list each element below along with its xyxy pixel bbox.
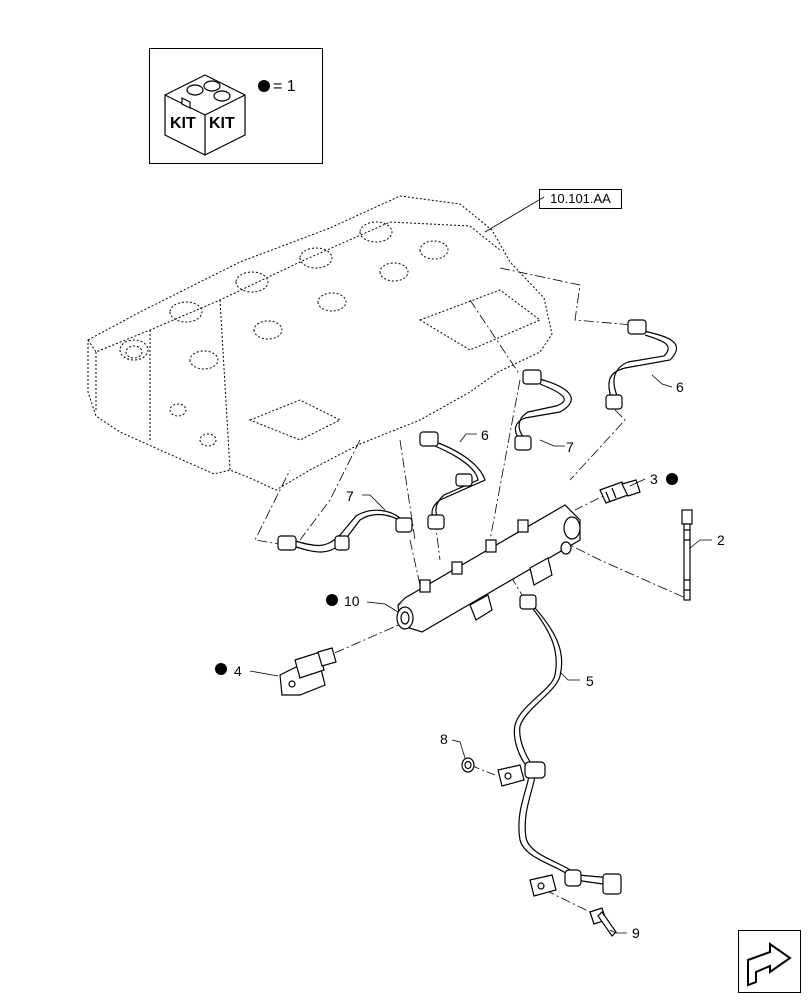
kit-marker-icon — [258, 80, 270, 92]
callout-6-left: 6 — [481, 427, 489, 443]
kit-label-right: KIT — [209, 115, 235, 132]
cylinder-head-outline — [87, 195, 553, 491]
bolt — [589, 907, 617, 937]
next-page-arrow-icon[interactable] — [747, 942, 792, 987]
callout-5: 5 — [586, 673, 594, 689]
washer — [461, 757, 475, 773]
leader-lines — [249, 196, 712, 934]
callout-3: 3 — [650, 471, 658, 487]
next-page-button[interactable] — [738, 930, 801, 993]
kit-box-icon: KIT KIT — [164, 74, 246, 156]
injection-line-7-upper — [514, 369, 572, 451]
pressure-relief-valve — [279, 647, 337, 696]
kit-legend: = 1 — [258, 78, 296, 96]
supply-line — [513, 594, 622, 895]
kit-marker-10 — [326, 594, 338, 606]
callout-7-lower: 7 — [346, 488, 354, 504]
injection-line-6-right — [605, 319, 678, 410]
callout-10: 10 — [344, 593, 360, 609]
callout-6-right: 6 — [676, 379, 684, 395]
kit-label-left: KIT — [170, 115, 196, 132]
callout-2: 2 — [717, 532, 725, 548]
kit-legend-box — [149, 48, 323, 164]
line-clamps — [497, 764, 557, 897]
callout-7-upper: 7 — [566, 439, 574, 455]
fuel-rail — [396, 504, 581, 633]
kit-marker-3 — [666, 473, 678, 485]
kit-marker-4 — [215, 663, 227, 675]
kit-legend-equals: = — [273, 78, 283, 95]
kit-legend-value: 1 — [286, 78, 296, 95]
injection-line-6-left — [419, 431, 486, 530]
stud-bolt — [681, 509, 693, 601]
injection-line-7-lower — [277, 509, 413, 553]
callout-4: 4 — [234, 663, 242, 679]
callout-9: 9 — [632, 925, 640, 941]
section-reference-link[interactable]: 10.101.AA — [539, 189, 622, 209]
callout-8: 8 — [440, 731, 448, 747]
pressure-sensor — [599, 479, 641, 504]
